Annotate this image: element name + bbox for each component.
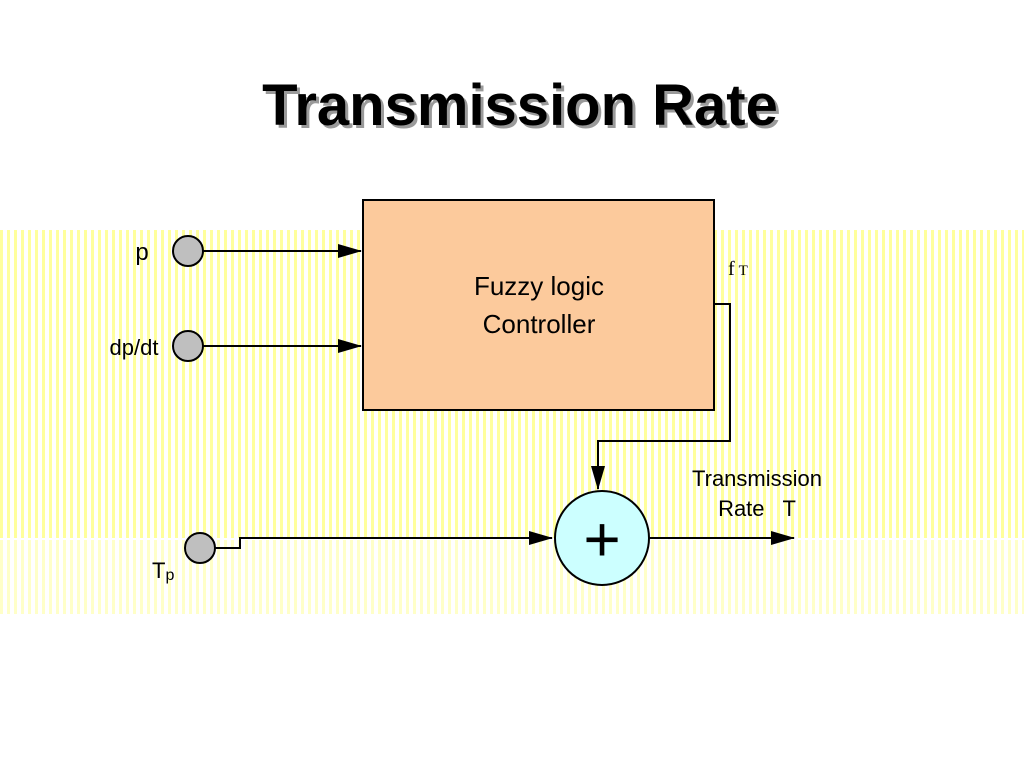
ft-label-main: f <box>728 258 735 280</box>
input-label-tp: Tp <box>152 558 174 584</box>
ft-label-subscript: T <box>739 263 748 279</box>
output-label-line1: Transmission <box>692 466 822 491</box>
controller-label-line2: Controller <box>483 309 596 339</box>
input-label-tp-main: T <box>152 558 165 583</box>
controller-label-line1: Fuzzy logic <box>474 271 604 301</box>
striped-background-band-lower <box>0 540 1024 614</box>
input-node-tp <box>184 532 216 564</box>
input-label-tp-subscript: p <box>165 567 174 584</box>
summing-junction-plus-symbol: + <box>583 503 620 575</box>
arrow-tp-to-summer <box>215 531 553 549</box>
input-node-p <box>172 235 204 267</box>
fuzzy-logic-controller-block <box>362 199 715 411</box>
input-label-dpdt: dp/dt <box>110 335 159 360</box>
input-label-p: p <box>135 239 148 266</box>
output-label-line2: Rate T <box>718 496 796 521</box>
input-node-dpdt <box>172 330 204 362</box>
arrow-controller-to-summer <box>591 303 731 490</box>
page-title: Transmission Rate <box>262 73 778 138</box>
